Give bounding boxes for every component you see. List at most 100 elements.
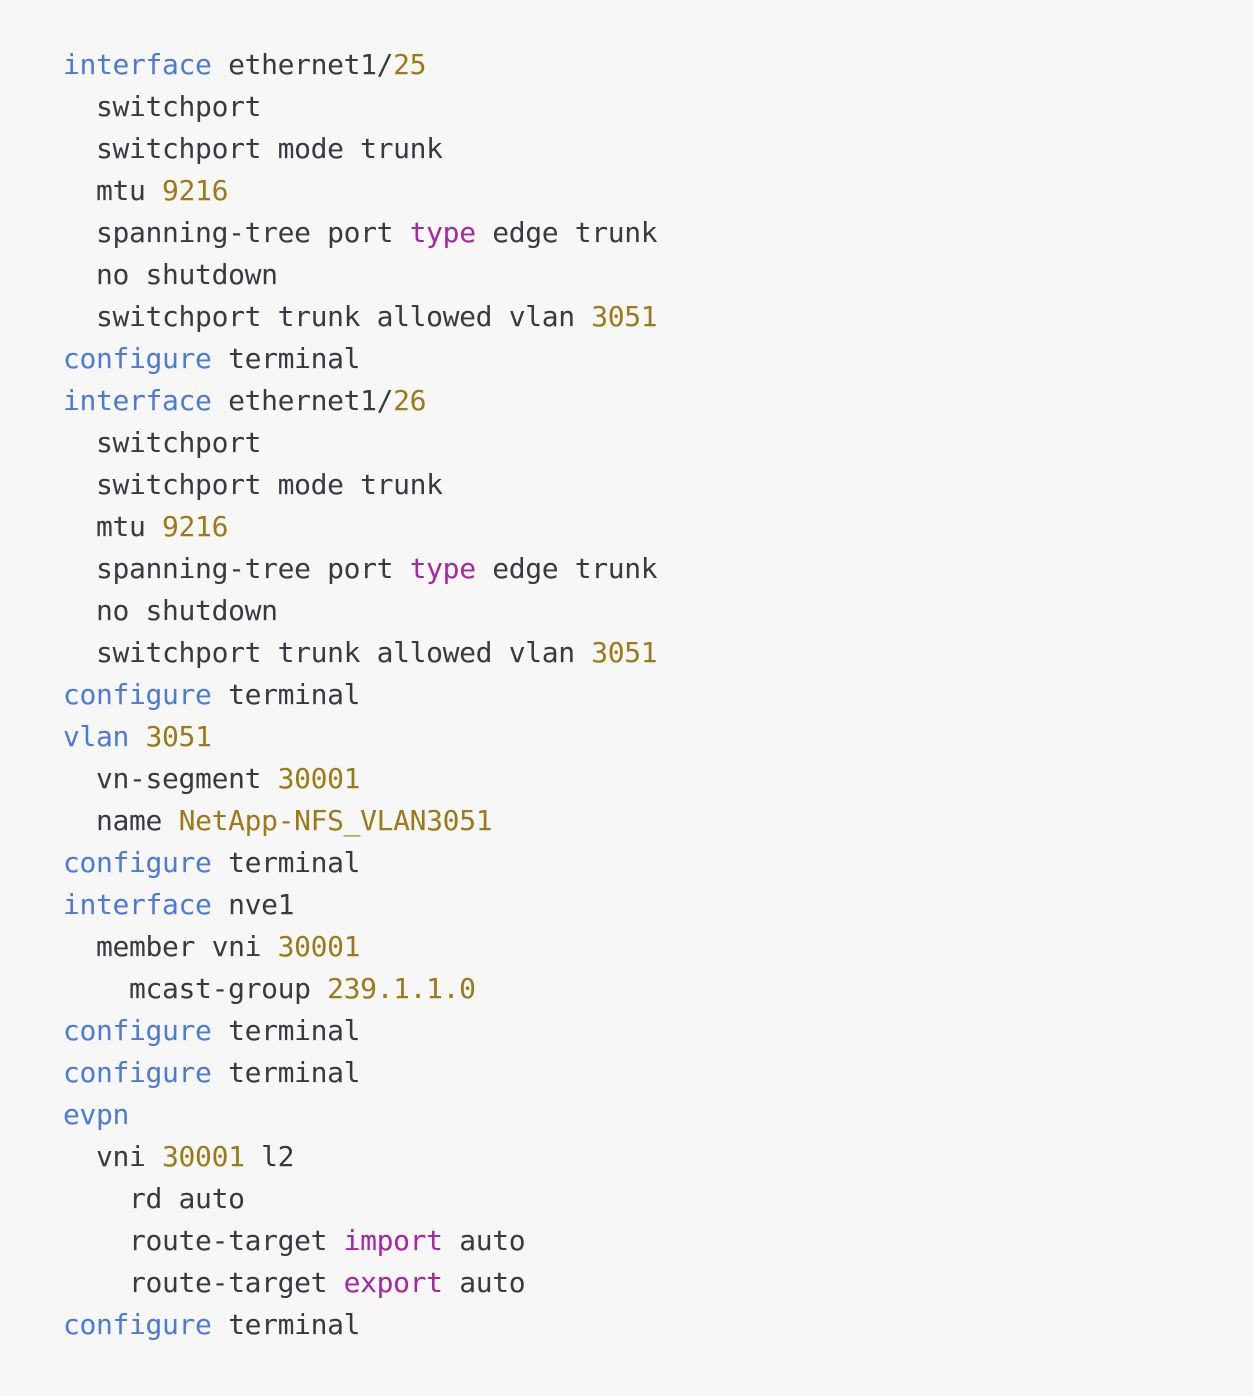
code-token-tx: switchport mode trunk [96,468,443,501]
code-token-tx: ethernet1/ [211,384,394,417]
code-line: configure terminal [63,842,1254,884]
code-token-kw: configure [63,1014,212,1047]
code-token-kw: vlan [63,720,130,753]
code-token-tx: edge trunk [475,552,658,585]
code-token-tx: spanning-tree port [96,216,410,249]
code-token-tx: terminal [211,846,361,879]
code-line: spanning-tree port type edge trunk [63,548,1254,590]
code-indent [63,174,96,207]
code-line: interface ethernet1/26 [63,380,1254,422]
code-token-num: 9216 [162,174,229,207]
code-token-tx: switchport trunk allowed vlan [96,300,592,333]
code-line: switchport [63,86,1254,128]
code-indent [63,216,96,249]
code-line: vlan 3051 [63,716,1254,758]
code-token-num: 25 [393,48,427,81]
code-token-tx: no shutdown [96,594,278,627]
code-indent [63,468,96,501]
code-line: name NetApp-NFS_VLAN3051 [63,800,1254,842]
code-token-tx: switchport trunk allowed vlan [96,636,592,669]
code-line: route-target export auto [63,1262,1254,1304]
code-token-num: 30001 [277,762,361,795]
code-token-tx: terminal [211,1308,361,1341]
code-token-num: 30001 [277,930,361,963]
code-token-tx: terminal [211,678,361,711]
code-token-kw: interface [63,888,212,921]
code-token-kw: interface [63,384,212,417]
code-line: interface ethernet1/25 [63,44,1254,86]
code-line: evpn [63,1094,1254,1136]
code-token-kw: configure [63,1056,212,1089]
code-line: configure terminal [63,1010,1254,1052]
code-token-num: 3051 [591,300,658,333]
code-indent [63,426,96,459]
code-token-kw: configure [63,846,212,879]
code-line: configure terminal [63,1304,1254,1346]
code-token-tx: vni [96,1140,163,1173]
code-token-tx: auto [442,1266,526,1299]
code-token-tx: auto [442,1224,526,1257]
code-indent [63,1266,129,1299]
code-line: mcast-group 239.1.1.0 [63,968,1254,1010]
code-token-num: 239.1.1.0 [327,972,476,1005]
code-line: no shutdown [63,590,1254,632]
code-token-num: 9216 [162,510,229,543]
code-token-kw: configure [63,678,212,711]
code-indent [63,636,96,669]
code-listing[interactable]: interface ethernet1/25 switchport switch… [63,44,1254,1346]
code-indent [63,552,96,585]
code-line: switchport trunk allowed vlan 3051 [63,632,1254,674]
code-token-tx [129,720,146,753]
code-indent [63,594,96,627]
code-token-tx: mcast-group [129,972,328,1005]
code-token-tx: edge trunk [475,216,658,249]
code-token-op: import [343,1224,443,1257]
code-line: spanning-tree port type edge trunk [63,212,1254,254]
code-line: switchport mode trunk [63,464,1254,506]
code-token-num: 30001 [162,1140,245,1173]
code-line: no shutdown [63,254,1254,296]
code-token-op: type [409,552,476,585]
code-token-tx: switchport mode trunk [96,132,443,165]
code-indent [63,300,96,333]
code-token-tx: route-target [129,1266,344,1299]
code-indent [63,972,129,1005]
code-token-tx: l2 [244,1140,295,1173]
code-line: configure terminal [63,338,1254,380]
code-indent [63,1182,129,1215]
code-token-str: NetApp-NFS_VLAN3051 [178,804,493,837]
code-token-kw: interface [63,48,212,81]
code-token-tx: switchport [96,90,262,123]
code-line: configure terminal [63,674,1254,716]
code-line: switchport [63,422,1254,464]
code-token-tx: no shutdown [96,258,278,291]
code-token-tx: terminal [211,1014,361,1047]
code-line: rd auto [63,1178,1254,1220]
code-token-kw: configure [63,342,212,375]
code-token-op: type [409,216,476,249]
code-line: vn-segment 30001 [63,758,1254,800]
code-token-num: 3051 [145,720,212,753]
code-token-tx: vn-segment [96,762,278,795]
code-token-tx: spanning-tree port [96,552,410,585]
code-line: member vni 30001 [63,926,1254,968]
code-indent [63,804,96,837]
code-token-tx: name [96,804,179,837]
code-line: configure terminal [63,1052,1254,1094]
code-indent [63,90,96,123]
code-token-kw: evpn [63,1098,130,1131]
code-line: route-target import auto [63,1220,1254,1262]
code-indent [63,132,96,165]
code-indent [63,762,96,795]
code-token-tx: nve1 [211,888,295,921]
code-line: mtu 9216 [63,170,1254,212]
code-token-tx: switchport [96,426,262,459]
code-token-tx: rd auto [129,1182,245,1215]
code-indent [63,258,96,291]
code-line: switchport mode trunk [63,128,1254,170]
code-token-tx: mtu [96,510,163,543]
code-token-tx: terminal [211,1056,361,1089]
code-token-tx: mtu [96,174,163,207]
code-line: interface nve1 [63,884,1254,926]
